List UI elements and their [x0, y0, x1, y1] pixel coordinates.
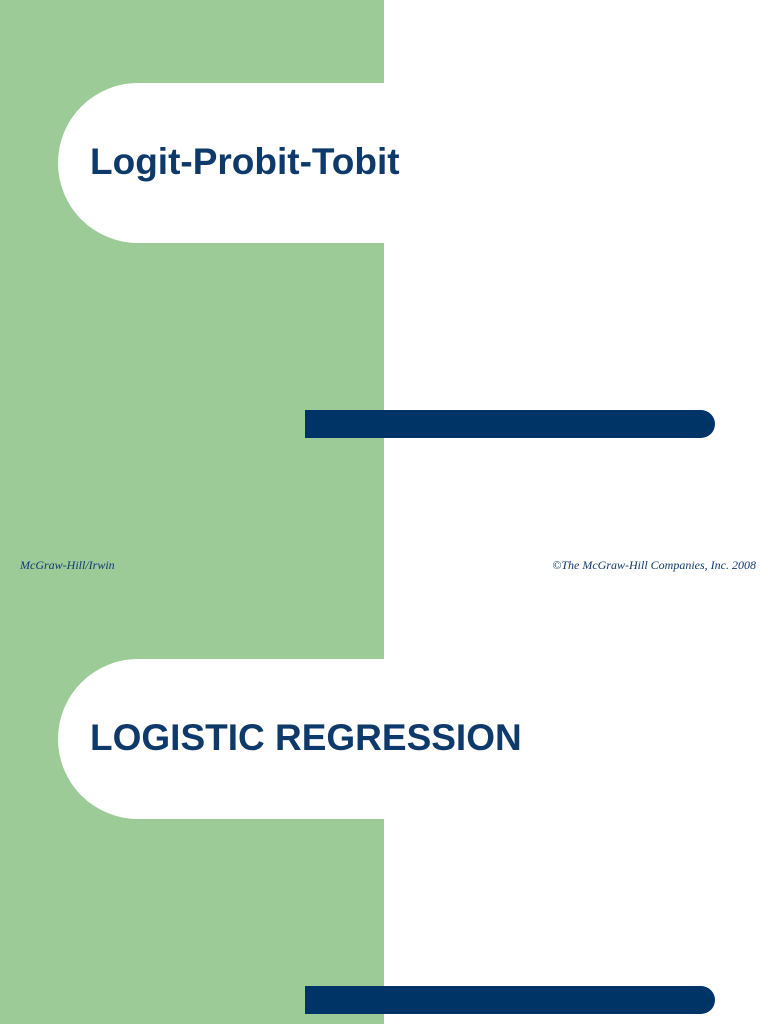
navy-accent-bar [305, 986, 715, 1014]
footer-copyright: ©The McGraw-Hill Companies, Inc. 2008 [552, 558, 756, 572]
slide-1: Logit-Probit-Tobit [0, 0, 715, 576]
title-pill-shape [58, 659, 418, 819]
title-pill-shape [58, 83, 418, 243]
footer-publisher: McGraw-Hill/Irwin [20, 558, 115, 572]
slide-title: Logit-Probit-Tobit [90, 141, 400, 182]
slide-title: LOGISTIC REGRESSION [90, 717, 522, 758]
navy-accent-bar [305, 410, 715, 438]
slide-2: LOGISTIC REGRESSION [0, 576, 768, 1024]
